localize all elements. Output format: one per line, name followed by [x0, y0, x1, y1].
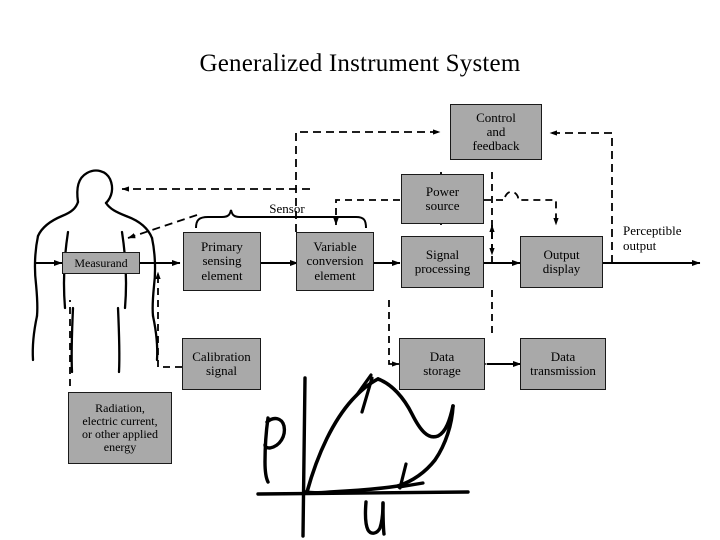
node-applied-energy[interactable]: Radiation, electric current, or other ap… [68, 392, 172, 464]
dashed-signal-processing-to-data-storage [388, 300, 400, 367]
sensor-brace [195, 209, 367, 229]
node-output-display[interactable]: Output display [520, 236, 603, 288]
node-power-source[interactable]: Power source [401, 174, 484, 224]
node-primary-sensing-element[interactable]: Primary sensing element [183, 232, 261, 291]
dashed-output-to-control-feedback [549, 130, 613, 263]
label-sensor: Sensor [269, 201, 305, 216]
node-data-transmission[interactable]: Data transmission [520, 338, 606, 390]
page-title: Generalized Instrument System [199, 50, 521, 77]
node-control-and-feedback[interactable]: Control and feedback [450, 104, 542, 160]
dashed-power-to-variable-conversion [333, 199, 400, 226]
node-variable-conversion-element[interactable]: Variable conversion element [296, 232, 374, 291]
node-calibration-signal[interactable]: Calibration signal [182, 338, 261, 390]
handwritten-pv-loop-sketch [256, 373, 470, 538]
dashed-sensor-to-control-feedback [295, 129, 441, 232]
dashed-power-to-output-display [484, 190, 559, 226]
label-perceptible-output: Perceptible output [623, 223, 682, 253]
node-signal-processing[interactable]: Signal processing [401, 236, 484, 288]
human-figure-icon [31, 169, 159, 374]
node-data-storage[interactable]: Data storage [399, 338, 485, 390]
dashed-calibration-to-flow [155, 271, 182, 368]
node-measurand[interactable]: Measurand [62, 252, 140, 274]
